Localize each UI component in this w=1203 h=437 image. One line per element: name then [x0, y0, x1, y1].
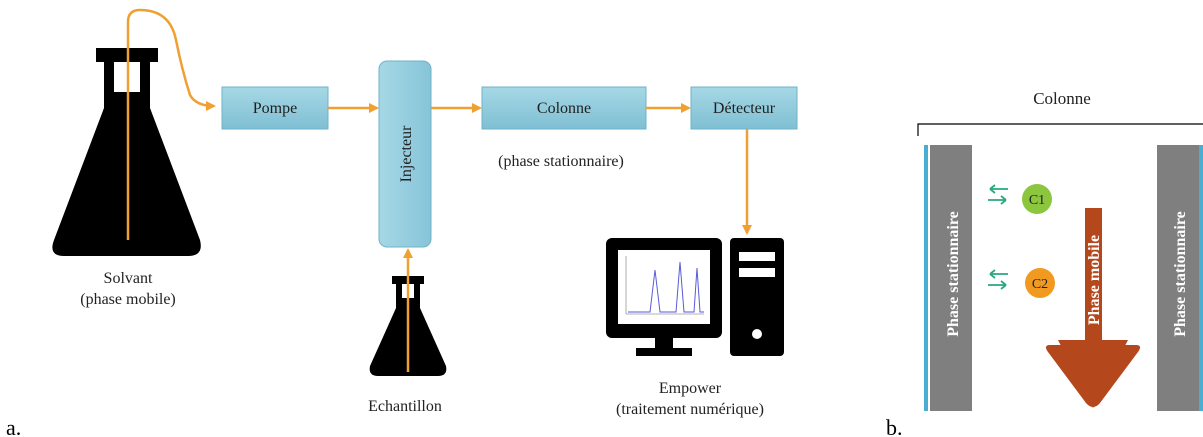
exchange-arrows-c1	[988, 184, 1008, 205]
solvent-label: Solvant	[104, 270, 153, 287]
chromatogram-thumbnail	[625, 256, 704, 315]
software-label: Empower	[659, 380, 722, 397]
compound-c1	[1022, 184, 1052, 214]
column-bracket	[917, 123, 1203, 136]
column-label: Colonne	[537, 100, 591, 117]
solvent-tube	[126, 8, 216, 240]
detector-box	[690, 86, 798, 130]
software-sublabel: (traitement numérique)	[616, 401, 764, 418]
mobile-phase-label: Phase mobile	[1086, 235, 1103, 325]
column-box	[481, 86, 647, 130]
compound-c2-label: C2	[1032, 277, 1048, 292]
stationary-phase-left-label: Phase stationnaire	[945, 211, 962, 336]
panel-a-label: a.	[6, 415, 21, 437]
stationary-phase-right	[1157, 145, 1199, 411]
panel-b: Colonne Phase stationnaire Phase station…	[886, 89, 1203, 437]
pump-box	[221, 86, 329, 130]
solvent-sublabel: (phase mobile)	[80, 291, 176, 308]
solvent-flask-icon	[52, 48, 201, 256]
column-title: Colonne	[1033, 89, 1091, 108]
compound-c1-label: C1	[1029, 193, 1045, 208]
exchange-arrows-c2	[988, 269, 1008, 290]
left-wall	[924, 145, 928, 411]
injector-label: Injecteur	[398, 125, 415, 183]
stationary-phase-right-label: Phase stationnaire	[1172, 211, 1189, 336]
panel-a: Solvant (phase mobile) Pompe Injecteur C…	[6, 8, 798, 437]
compound-c2	[1025, 268, 1055, 298]
right-wall	[1199, 145, 1203, 411]
injector-box	[378, 60, 432, 248]
pump-label: Pompe	[253, 100, 297, 117]
detector-label: Détecteur	[713, 100, 776, 117]
computer-icon	[606, 238, 784, 356]
panel-b-label: b.	[886, 415, 903, 437]
sample-label: Echantillon	[368, 398, 442, 415]
stationary-phase-left	[930, 145, 972, 411]
column-note: (phase stationnaire)	[498, 153, 624, 170]
